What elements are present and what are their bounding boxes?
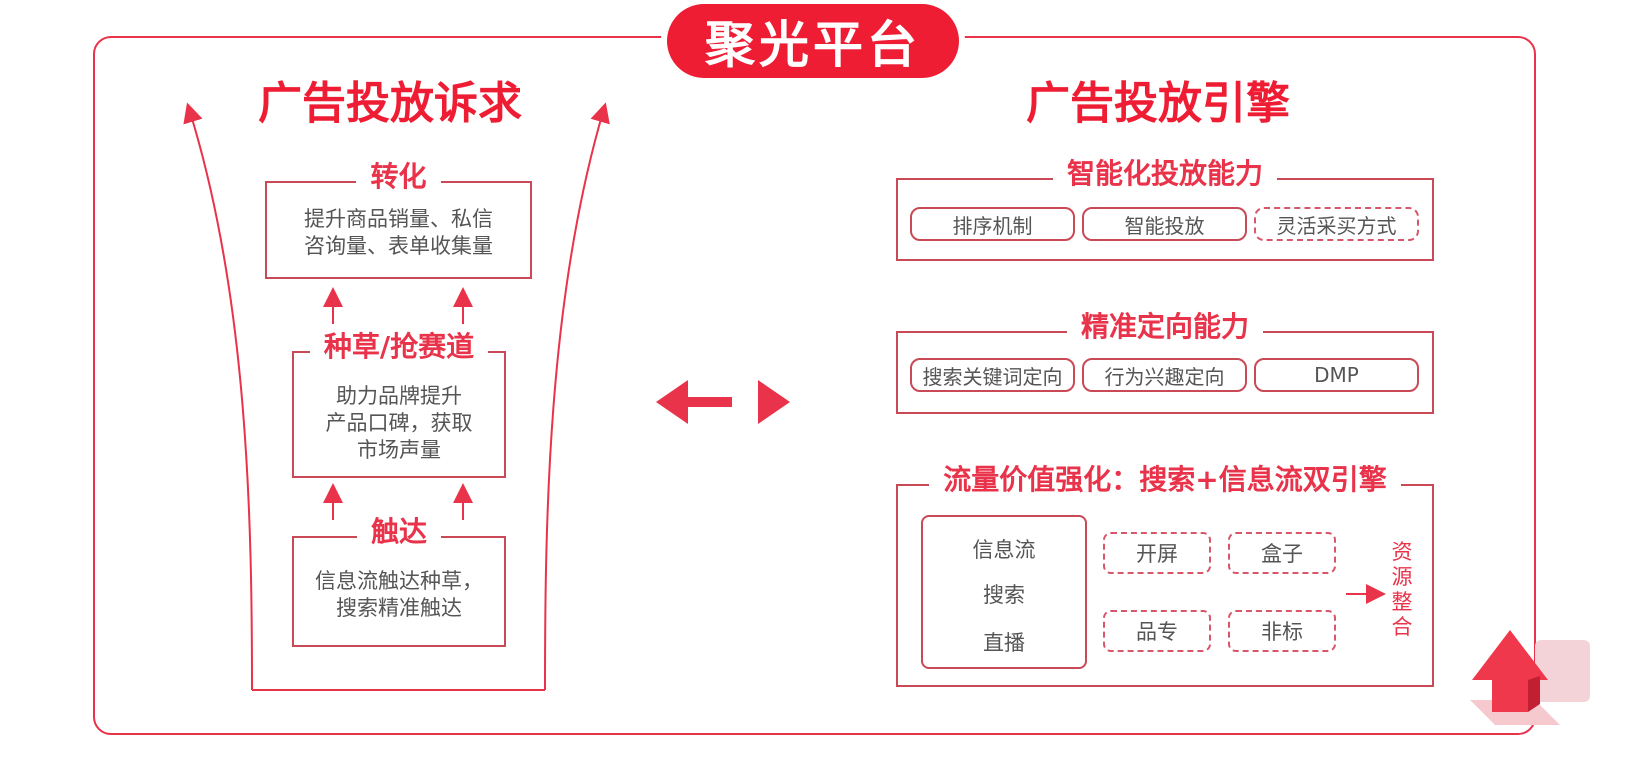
resource-tag: 非标 xyxy=(1228,610,1336,652)
capability-pill: 排序机制 xyxy=(910,207,1075,241)
section-title: 流量价值强化：搜索+信息流双引擎 xyxy=(929,463,1401,496)
left-heading: 广告投放诉求 xyxy=(258,78,522,129)
stage-conversion: 转化 提升商品销量、私信 咨询量、表单收集量 xyxy=(265,160,532,279)
section-targeting: 精准定向能力 xyxy=(896,310,1434,414)
section-smart-delivery: 智能化投放能力 xyxy=(896,157,1434,261)
stage-text: 助力品牌提升 产品口碑，获取 市场声量 xyxy=(325,384,473,462)
section-title: 精准定向能力 xyxy=(1066,310,1263,343)
stage-title: 转化 xyxy=(356,160,441,193)
stage-text: 信息流触达种草， 搜索精准触达 xyxy=(315,569,483,620)
section-traffic-value: 流量价值强化：搜索+信息流双引擎 xyxy=(896,463,1434,687)
capability-pill: DMP xyxy=(1254,358,1419,392)
capability-pill: 搜索关键词定向 xyxy=(910,358,1075,392)
capability-pill: 智能投放 xyxy=(1082,207,1247,241)
stage-title: 触达 xyxy=(356,515,441,548)
stage-title: 种草/抢赛道 xyxy=(309,330,489,363)
channel-search: 搜索 xyxy=(983,583,1025,607)
channel-feed: 信息流 xyxy=(972,538,1036,562)
platform-title: 聚光平台 xyxy=(667,4,959,78)
funnel-left-curve xyxy=(183,102,253,691)
double-arrow-icon xyxy=(656,380,790,424)
section-title: 智能化投放能力 xyxy=(1052,157,1277,190)
stage-text: 提升商品销量、私信 咨询量、表单收集量 xyxy=(304,207,493,258)
right-heading: 广告投放引擎 xyxy=(1026,78,1290,129)
stage-seeding: 种草/抢赛道 助力品牌提升 产品口碑，获取 市场声量 xyxy=(292,330,506,478)
capability-pill: 灵活采买方式 xyxy=(1254,207,1419,241)
resource-tag: 品专 xyxy=(1103,610,1211,652)
resource-tag: 盒子 xyxy=(1228,532,1336,574)
funnel-right-curve xyxy=(544,102,610,691)
channel-live: 直播 xyxy=(983,631,1025,655)
stage-reach: 触达 信息流触达种草， 搜索精准触达 xyxy=(292,515,506,647)
growth-arrow-icon xyxy=(1470,630,1590,725)
resource-tag: 开屏 xyxy=(1103,532,1211,574)
resource-integration-label: 资源整合 xyxy=(1391,540,1413,639)
channel-box: 信息流 搜索 直播 xyxy=(921,515,1087,669)
capability-pill: 行为兴趣定向 xyxy=(1082,358,1247,392)
